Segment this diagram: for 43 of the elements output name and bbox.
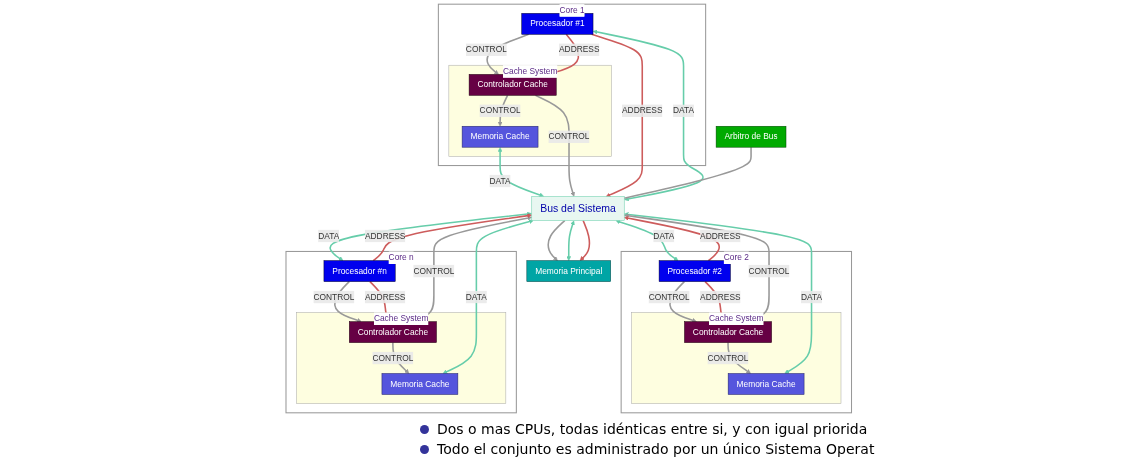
- node-box: Arbitro de Bus: [716, 126, 787, 148]
- arrow: [624, 215, 721, 262]
- edge-label: CONTROL: [466, 45, 508, 54]
- node-box: Bus del Sistema: [531, 196, 625, 221]
- arrow: [442, 219, 534, 374]
- arrow: [615, 219, 679, 261]
- edge-label: DATA: [801, 292, 823, 302]
- node-box: Memoria Cache: [381, 373, 459, 395]
- edge-label: CONTROL: [548, 132, 590, 141]
- node-box: Procesador #n: [323, 260, 396, 282]
- edge-label: CONTROL: [313, 292, 355, 302]
- edge-label: DATA: [489, 176, 511, 186]
- edge-label: DATA: [466, 292, 488, 302]
- edge-label: DATA: [653, 231, 675, 241]
- arrow: [566, 220, 575, 261]
- arrow: [372, 213, 533, 262]
- edge-label: DATA: [318, 231, 340, 241]
- edge-label: CONTROL: [413, 266, 455, 276]
- bullet-point: Todo el conjunto es administrado por un único Sistema Operat: [420, 439, 1138, 459]
- edge-label: CONTROL: [479, 106, 521, 115]
- edge-label: ADDRESS: [700, 292, 741, 302]
- node-box: Procesador #2: [659, 260, 731, 282]
- edge-label: DATA: [673, 106, 695, 115]
- node-box: Procesador #1: [521, 13, 594, 35]
- connector: [623, 146, 753, 199]
- edge-label: ADDRESS: [559, 45, 600, 54]
- bullet-point: Dos o mas CPUs, todas idénticas entre si, y con igual priorida: [420, 419, 1138, 439]
- arrow: [547, 219, 566, 261]
- edge-label: ADDRESS: [365, 292, 406, 302]
- arrow: [591, 33, 644, 197]
- edge-label: CONTROL: [707, 353, 749, 363]
- edge-label: CONTROL: [748, 266, 790, 276]
- arrow: [579, 219, 591, 261]
- edge-label: ADDRESS: [700, 231, 741, 241]
- node-box: Memoria Cache: [728, 373, 805, 395]
- edge-label: CONTROL: [648, 292, 690, 302]
- node-box: Memoria Principal: [526, 260, 612, 282]
- edge-label: ADDRESS: [365, 231, 406, 241]
- edge-label: CONTROL: [372, 353, 414, 363]
- arrow: [534, 94, 576, 197]
- arrow: [593, 29, 705, 202]
- edge-label: ADDRESS: [622, 106, 663, 115]
- node-box: Memoria Cache: [462, 126, 539, 148]
